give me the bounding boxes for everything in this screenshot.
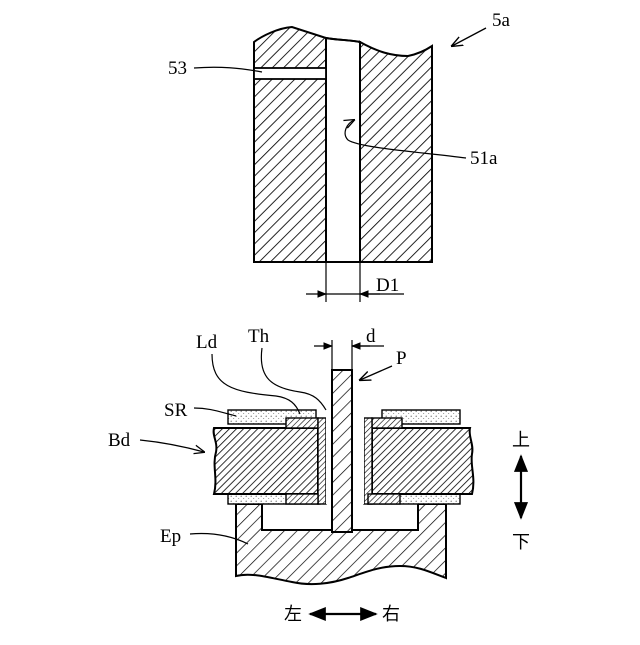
label-5a: 5a (492, 10, 511, 31)
component-5a: D1 5a 53 51a (168, 10, 511, 302)
direction-vertical: 上 下 (512, 430, 530, 553)
label-th: Th (248, 326, 270, 347)
label-ep: Ep (160, 526, 181, 547)
arrow-5a (452, 28, 486, 46)
label-sr: SR (164, 400, 188, 421)
board-right (372, 428, 473, 494)
assembly: d P Ld Th SR Bd Ep (108, 326, 473, 584)
label-ld: Ld (196, 332, 218, 353)
label-right: 右 (382, 604, 400, 625)
leader-53 (194, 67, 262, 72)
label-bd: Bd (108, 430, 131, 451)
land-bottom-left (286, 494, 318, 504)
label-p: P (396, 348, 407, 369)
land-bottom-right (368, 494, 400, 504)
hole-51a (326, 38, 360, 262)
label-left: 左 (284, 604, 302, 625)
label-d1: D1 (376, 275, 399, 296)
land-top-left (286, 418, 318, 428)
land-wall-right (364, 418, 372, 504)
component-left-block (254, 27, 326, 262)
label-51a: 51a (470, 148, 498, 169)
component-right-block (360, 42, 432, 262)
label-down: 下 (512, 532, 530, 553)
label-d: d (366, 326, 376, 347)
land-top-right (372, 418, 402, 428)
arrow-bd (140, 440, 204, 452)
board-left (214, 428, 318, 494)
land-wall-left (318, 418, 326, 504)
leader-th (261, 348, 326, 410)
pin-p (332, 370, 352, 532)
leader-ld (212, 354, 300, 414)
label-up: 上 (512, 430, 530, 451)
direction-horizontal: 左 右 (284, 604, 400, 625)
label-53: 53 (168, 58, 187, 79)
arrow-p (360, 366, 392, 380)
slit-53 (254, 68, 326, 79)
